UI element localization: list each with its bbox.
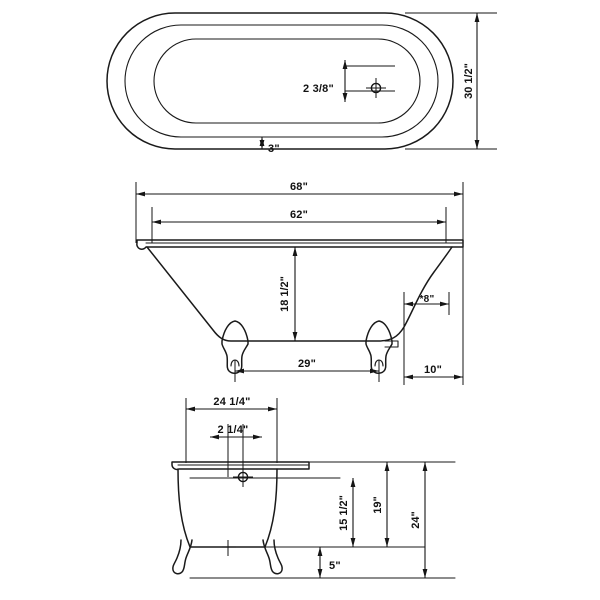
- dimension-back-offset: *8": [403, 292, 450, 340]
- top-view-basin-opening: [153, 38, 421, 124]
- end-view-drain-hole: [233, 467, 253, 487]
- top-view-drain-hole: [366, 78, 386, 98]
- dimension-label-rim-height: 18 1/2": [279, 276, 291, 312]
- end-view-rim: [171, 461, 310, 471]
- dimension-overall-length: 68": [135, 181, 464, 243]
- end-view-right-leg: [262, 539, 283, 575]
- end-view: 24 1/4" 2 1/4" 15 1/2" 19" 24" 5": [171, 396, 456, 579]
- top-view-inner-rim: [124, 24, 439, 138]
- dimension-drain-center-offset: 2 1/4": [210, 424, 262, 477]
- dimension-rim-width: 3": [259, 137, 280, 155]
- dimension-overall-height: 24": [410, 462, 428, 578]
- dimension-interior-depth: 15 1/2": [338, 478, 356, 547]
- dimension-rim-length: 62": [151, 207, 447, 243]
- dimension-label-drain-offset: 2 3/8": [303, 83, 334, 95]
- dimension-foot-spacing: 29": [234, 358, 380, 382]
- dimension-drain-offset: 2 3/8": [303, 60, 395, 102]
- dimension-label-rim-length: 62": [290, 209, 308, 221]
- dimension-label-foot-height: 5": [329, 560, 341, 572]
- dimension-label-end-width: 24 1/4": [213, 396, 250, 408]
- dimension-end-offset: 10": [403, 247, 464, 385]
- dimension-label-drain-center-offset: 2 1/4": [218, 424, 249, 436]
- top-view: 2 3/8" 3" 30 1/2": [106, 12, 497, 155]
- side-view-body-profile: [146, 246, 453, 342]
- dimension-label-overall-width: 30 1/2": [463, 63, 475, 99]
- side-view: 68" 62" 18 1/2" 29" *8": [135, 181, 464, 385]
- dimension-overall-width: 30 1/2": [405, 12, 497, 150]
- dimension-label-overall-length: 68": [290, 181, 308, 193]
- dimension-rim-height: 18 1/2": [279, 247, 298, 341]
- top-view-outer-rim: [106, 12, 454, 150]
- end-view-body-profile: [177, 468, 278, 548]
- dimension-end-width: 24 1/4": [185, 396, 278, 463]
- dimension-foot-height: 5": [317, 547, 341, 578]
- dimension-body-height: 19": [372, 462, 390, 547]
- end-view-center-mark: [222, 540, 236, 556]
- dimension-label-body-height: 19": [372, 496, 384, 513]
- side-view-rim: [136, 239, 464, 250]
- dimension-label-end-offset: 10": [424, 364, 442, 376]
- dimension-label-overall-height: 24": [410, 511, 422, 528]
- dimension-label-back-offset: *8": [420, 294, 435, 305]
- dimension-label-interior-depth: 15 1/2": [338, 495, 350, 531]
- dimension-label-rim-width: 3": [268, 143, 280, 155]
- dimension-label-foot-spacing: 29": [298, 358, 316, 370]
- end-view-left-leg: [172, 539, 193, 575]
